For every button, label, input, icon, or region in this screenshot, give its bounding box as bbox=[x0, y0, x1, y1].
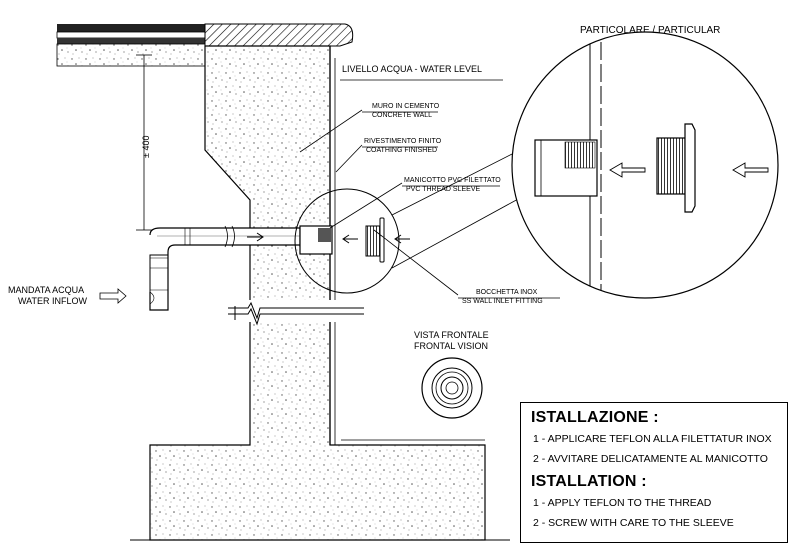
inlet-label-it: BOCCHETTA INOX bbox=[476, 289, 538, 296]
concrete-wall-label-it: MURO IN CEMENTO bbox=[372, 103, 440, 110]
detail-circle bbox=[294, 188, 400, 294]
flow-arrow-icon bbox=[609, 162, 646, 178]
installation-title-en: ISTALLATION : bbox=[531, 473, 647, 490]
pipe-icon bbox=[149, 225, 301, 311]
flow-arrow-icon bbox=[342, 234, 358, 244]
front-view-label-it: VISTA FRONTALE bbox=[414, 330, 489, 340]
dimension-line bbox=[136, 54, 152, 231]
coating-label-en: COATHING FINISHED bbox=[366, 147, 437, 154]
flow-arrow-icon bbox=[99, 288, 127, 304]
front-view-fitting-icon bbox=[421, 357, 483, 419]
flow-arrow-icon bbox=[247, 232, 264, 242]
installation-box: ISTALLAZIONE : 1 - APPLICARE TEFLON ALLA… bbox=[520, 402, 788, 543]
sleeve-label-it: MANICOTTO PVC FILETTATO bbox=[404, 177, 501, 184]
detail-circle-large bbox=[511, 31, 779, 299]
detail-view bbox=[534, 32, 696, 298]
pvc-thread-sleeve bbox=[299, 225, 333, 255]
inlet-label-en: SS WALL INLET FITTING bbox=[462, 298, 543, 305]
installation-title-it: ISTALLAZIONE : bbox=[531, 409, 659, 426]
detail-leader bbox=[391, 149, 521, 216]
particular-title: PARTICOLARE / PARTICULAR bbox=[580, 25, 720, 36]
installation-step-en-2: 2 - SCREW WITH CARE TO THE SLEEVE bbox=[533, 517, 734, 529]
water-inflow-label-it: MANDATA ACQUA bbox=[8, 285, 84, 295]
water-inflow-label-en: WATER INFLOW bbox=[18, 296, 87, 306]
front-view-label-en: FRONTAL VISION bbox=[414, 341, 488, 351]
installation-step-it-1: 1 - APPLICARE TEFLON ALLA FILETTATUR INO… bbox=[533, 433, 772, 445]
concrete-wall-section bbox=[149, 45, 486, 541]
installation-step-it-2: 2 - AVVITARE DELICATAMENTE AL MANICOTTO bbox=[533, 453, 768, 465]
installation-step-en-1: 1 - APPLY TEFLON TO THE THREAD bbox=[533, 497, 712, 509]
detail-leader bbox=[391, 197, 521, 269]
wall-inlet-fitting-icon bbox=[365, 217, 385, 263]
water-level-label: LIVELLO ACQUA - WATER LEVEL bbox=[342, 64, 482, 74]
coating-label-it: RIVESTIMENTO FINITO bbox=[364, 138, 442, 145]
dimension-label: ± 400 bbox=[141, 136, 151, 158]
callout-leaders bbox=[299, 109, 560, 299]
flow-arrow-icon bbox=[732, 162, 769, 178]
flow-arrow-icon bbox=[394, 234, 410, 244]
sleeve-label-en: PVC THREAD SLEEVE bbox=[406, 186, 481, 193]
concrete-wall-label-en: CONCRETE WALL bbox=[372, 112, 432, 119]
break-line bbox=[228, 300, 364, 326]
coping-stone bbox=[56, 23, 354, 67]
